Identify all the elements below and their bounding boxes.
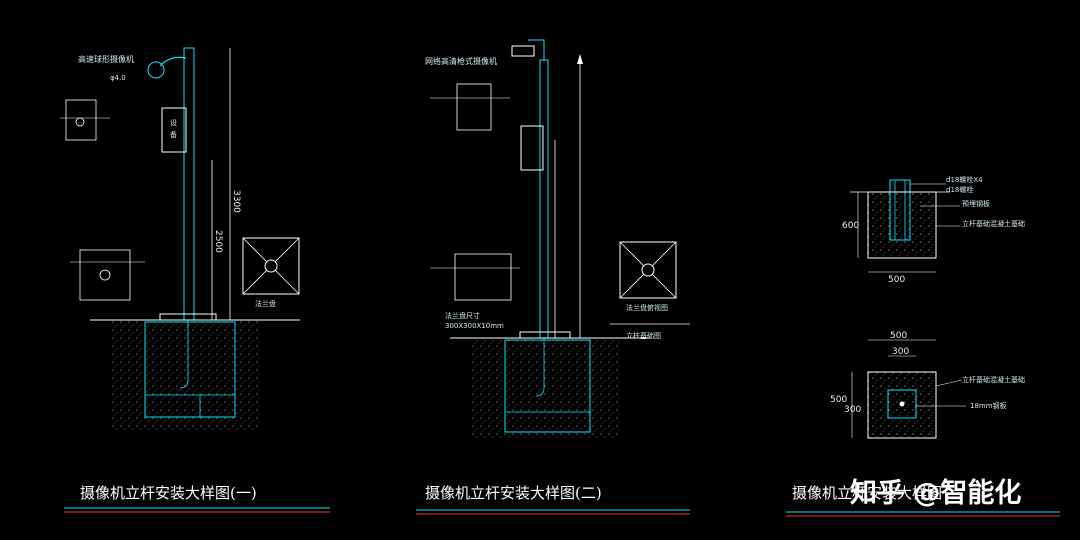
label-rebar-1-3: d18螺栓X4 (946, 175, 983, 184)
watermark: 知乎 @智能化 (850, 477, 1021, 509)
label-flange-plan-2: 法兰盘俯视图 (626, 303, 668, 312)
label-flange-2: 法兰盘尺寸 (445, 311, 480, 320)
flange-center-1 (264, 259, 278, 273)
dim-arrow-2 (577, 54, 583, 64)
anchor-center-3 (899, 401, 905, 407)
dim-bottom-inner-3: 300 (892, 347, 909, 357)
rebar-cage-3 (889, 179, 911, 241)
detail-hole-1a (75, 117, 85, 127)
dim-top-height-3: 600 (842, 221, 859, 231)
box-text-1: 设 (170, 118, 177, 127)
pole-arm-1 (159, 56, 187, 67)
dome-camera-icon (147, 61, 165, 79)
foundation-section-3 (867, 191, 937, 259)
dim-top-width-3: 500 (888, 275, 905, 285)
title-drawing-3: 摄像机立杆安装大样图 (792, 484, 942, 502)
detail-hole-1b (99, 269, 111, 281)
label-camera-1: 高速球形摄像机 (78, 54, 134, 64)
drawing-1: 设 备 3300 2500 高速球形摄像机 φ4.0 法兰盘 摄像机立杆安装大样… (60, 47, 330, 513)
leader-3d (935, 379, 963, 387)
anchor-bolt-1 (179, 320, 189, 389)
drawing-2: 网络高清枪式摄像机 法兰盘尺寸 300X300X10mm 法兰盘俯视图 立柱基础… (416, 39, 690, 515)
label-plate-3: 预埋钢板 (962, 199, 990, 208)
label-concrete-3: 立杆基础混凝土基础 (962, 219, 1025, 228)
foundation-1 (144, 321, 236, 418)
label-flange-size-2: 300X300X10mm (445, 322, 504, 330)
flange-center-2 (641, 263, 655, 277)
pole-arm-2 (528, 39, 545, 60)
bullet-camera-icon (511, 45, 535, 57)
steel-plate-3 (887, 389, 917, 419)
box-text-2: 备 (170, 130, 177, 139)
foundation-2 (504, 339, 591, 433)
label-pole-dim-1: φ4.0 (110, 74, 126, 82)
dim-lower-1: 2500 (213, 230, 223, 253)
flange-plan-1 (242, 237, 300, 295)
label-foundation-2: 立柱基础图 (626, 331, 661, 340)
anchor-bolt-2 (535, 338, 545, 397)
dim-bottom-width-3: 500 (890, 331, 907, 341)
detail-box-1a (65, 99, 97, 141)
title-drawing-1: 摄像机立杆安装大样图(一) (80, 484, 257, 502)
equipment-box-1 (161, 107, 187, 153)
label-concrete-bottom-3: 立杆基础混凝土基础 (962, 375, 1025, 384)
dim-bottom-height-3: 500 (830, 395, 847, 405)
soil-hatch-1 (110, 320, 260, 430)
flange-plan-2 (619, 241, 677, 299)
label-plate-bottom-3: 18mm钢板 (970, 401, 1007, 410)
label-rebar-2-3: d18螺栓 (946, 185, 973, 194)
base-plate-2 (519, 331, 571, 339)
base-plate-1 (159, 313, 217, 321)
soil-hatch-2 (470, 338, 620, 438)
pole-2 (539, 59, 549, 339)
label-flange-1: 法兰盘 (255, 299, 276, 308)
drawing-3: 600 500 d18螺栓X4 d18螺栓 预埋钢板 立杆基础混凝土基础 500… (786, 175, 1060, 517)
pole-1 (183, 47, 195, 321)
detail-box-2a (456, 83, 492, 131)
detail-box-1b (79, 249, 131, 301)
dim-bottom-inner-h-3: 300 (844, 405, 861, 415)
equipment-box-2 (520, 125, 544, 171)
label-camera-2: 网络高清枪式摄像机 (425, 56, 497, 66)
dim-height-1: 3300 (231, 190, 241, 213)
title-drawing-2: 摄像机立杆安装大样图(二) (425, 484, 602, 502)
detail-box-2b (454, 253, 512, 301)
